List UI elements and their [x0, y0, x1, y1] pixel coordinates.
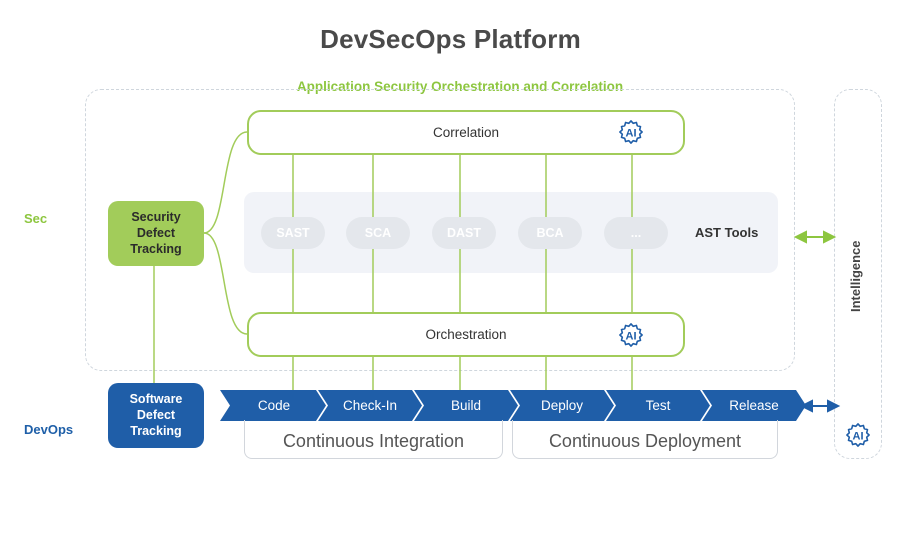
- asoc-subtitle: Application Security Orchestration and C…: [296, 79, 624, 94]
- correlation-label: Correlation: [432, 125, 500, 140]
- pipeline-stage-checkin: [318, 390, 422, 421]
- page-title: DevSecOps Platform: [320, 24, 581, 54]
- ai-badge-text: AI: [626, 331, 637, 343]
- pipeline-label: Deploy: [540, 398, 584, 413]
- tool-more: ...: [604, 217, 668, 249]
- pipeline-stage-code: [220, 390, 326, 421]
- pipeline-label: Release: [729, 398, 779, 413]
- asoc-region: [85, 89, 795, 371]
- correlation-box: Correlation: [247, 110, 685, 155]
- software-tracking-line-2: Defect: [136, 408, 176, 422]
- pipeline-stage-deploy: [510, 390, 614, 421]
- pipeline-label: Check-In: [342, 398, 398, 413]
- pipeline-label: Build: [450, 398, 482, 413]
- intelligence-region: [834, 89, 882, 459]
- pipeline-stage-build: [414, 390, 518, 421]
- ai-gear-icon: AI: [846, 423, 870, 447]
- ai-gear-icon: AI: [619, 323, 643, 347]
- ast-tools-label: AST Tools: [695, 225, 759, 240]
- security-tracking-line-3: Tracking: [130, 242, 182, 256]
- orchestration-box: Orchestration: [247, 312, 685, 357]
- tool-bca: BCA: [518, 217, 582, 249]
- pipeline-stage-test: [606, 390, 710, 421]
- security-defect-tracking-box: Security Defect Tracking: [108, 201, 204, 266]
- tool-sca: SCA: [346, 217, 410, 249]
- security-tracking-line-2: Defect: [136, 226, 176, 240]
- ast-tools-panel: [244, 192, 778, 273]
- security-tracking-line-1: Security: [131, 210, 181, 224]
- sec-label: Sec: [24, 211, 48, 226]
- tool-sast: SAST: [261, 217, 325, 249]
- software-tracking-line-1: Software: [129, 392, 183, 406]
- devops-label: DevOps: [24, 422, 74, 437]
- pipeline-label: Test: [645, 398, 671, 413]
- continuous-integration-box: Continuous Integration: [244, 420, 503, 459]
- tool-dast: DAST: [432, 217, 496, 249]
- ai-badge-text: AI: [853, 431, 864, 443]
- pipeline-stage-release: [702, 390, 806, 421]
- ai-badge-text: AI: [626, 128, 637, 140]
- software-tracking-line-3: Tracking: [130, 424, 182, 438]
- pipeline-label: Code: [257, 398, 291, 413]
- continuous-deployment-box: Continuous Deployment: [512, 420, 778, 459]
- software-defect-tracking-box: Software Defect Tracking: [108, 383, 204, 448]
- ai-gear-icon: AI: [619, 120, 643, 144]
- orchestration-label: Orchestration: [425, 327, 507, 342]
